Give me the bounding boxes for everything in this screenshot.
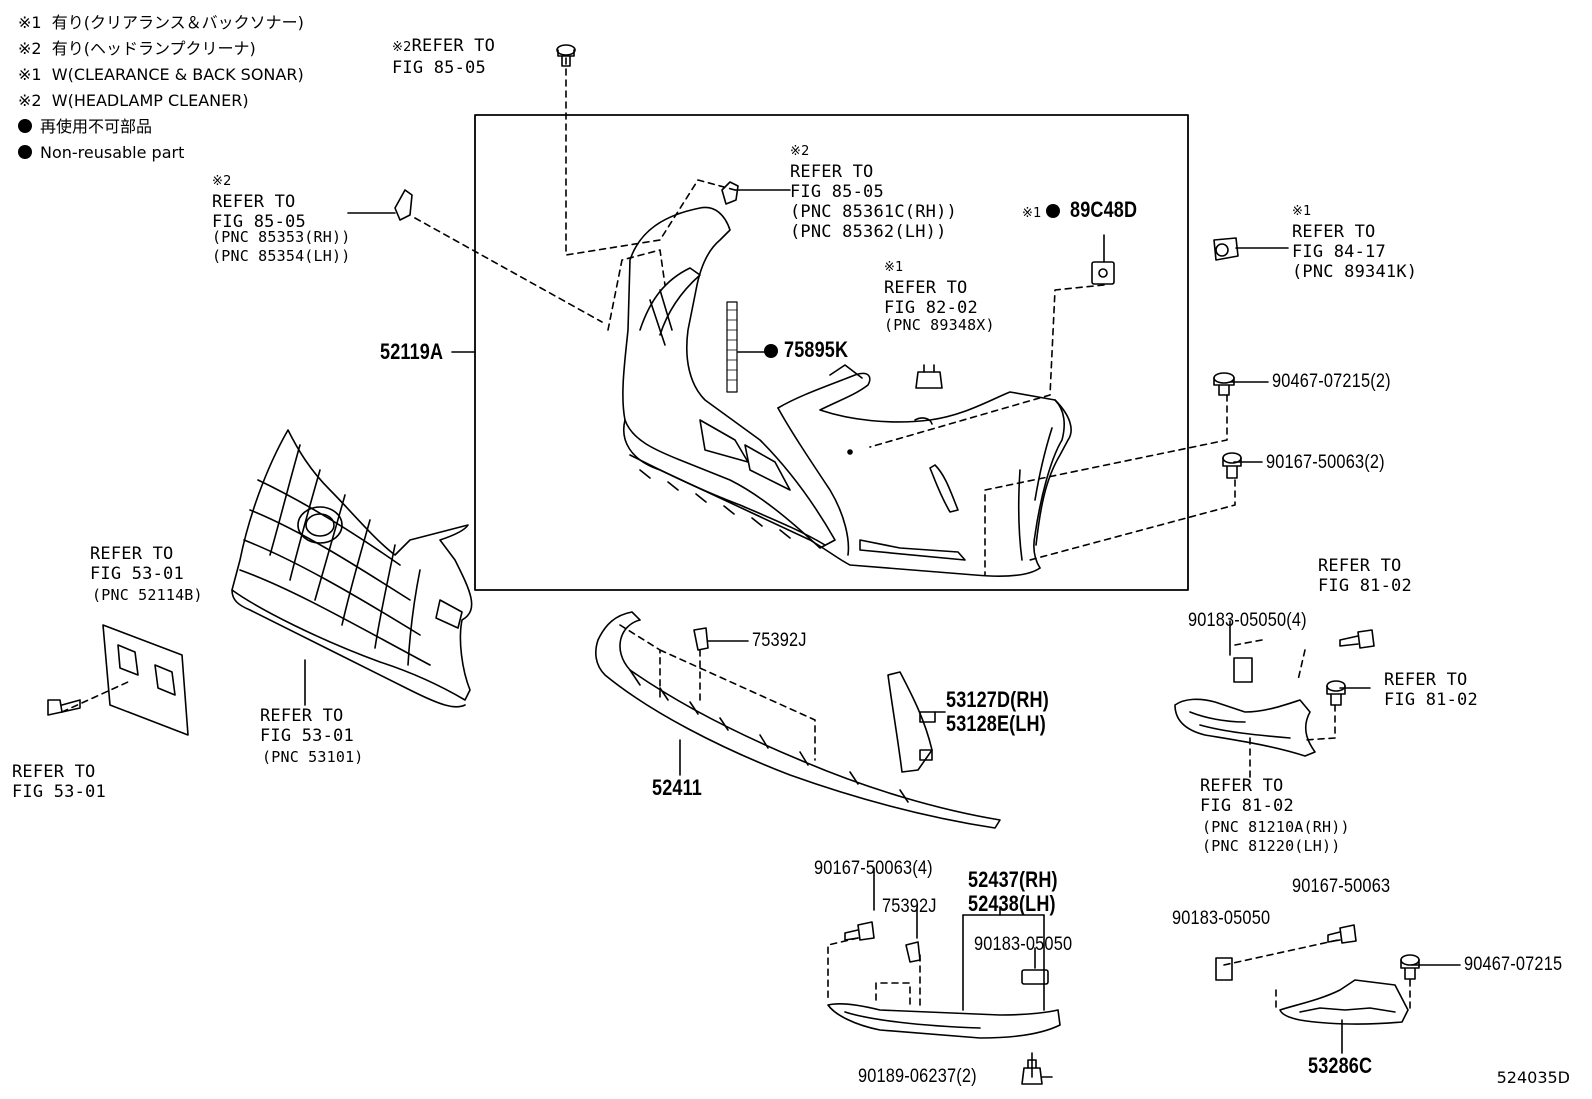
clip-75392j-b: [905, 941, 921, 963]
label-75895k: [764, 342, 786, 362]
part-52119a: 52119A: [380, 339, 444, 364]
fastener-clip-90467: [1213, 372, 1235, 396]
part-90467-07215-2: 90467-07215(2): [1272, 371, 1391, 392]
fastener-bolt-left: [47, 699, 81, 716]
part-75392j-a: 75392J: [752, 630, 807, 651]
fastener-bolt-90167-4: [844, 921, 875, 941]
part-90183-05050-b: 90183-05050: [974, 934, 1073, 955]
label-89c48d: ※1: [1022, 202, 1064, 224]
part-90167-50063-2: 90167-50063(2): [1266, 452, 1385, 473]
part-53127d: 53127D(RH) 53128E(LH): [946, 687, 1049, 736]
part-52411: 52411: [652, 775, 702, 800]
clip-75392j-a: [693, 627, 709, 651]
label-ref-5301b-pnc: (PNC 53101): [262, 748, 364, 766]
fastener-bolt-90167-c: [1327, 924, 1357, 944]
label-ref-8102b: REFER TO FIG 81-02: [1384, 670, 1478, 710]
grille-drawing: [231, 429, 473, 708]
non-reusable-dot-icon: [18, 145, 32, 159]
label-ref-8102a: REFER TO FIG 81-02: [1318, 556, 1412, 596]
part-53286c: 53286C: [1308, 1053, 1373, 1078]
leader-lines: [304, 189, 1461, 1078]
molding-52411-drawing: [595, 611, 1001, 829]
label-ref-8202: ※1 REFER TO FIG 82-02: [884, 260, 978, 318]
legend-item: ※2 有り(ヘッドランプクリーナ): [18, 39, 256, 58]
part-90183-05050-4: 90183-05050(4): [1188, 610, 1307, 631]
label-ref-5301a: REFER TO FIG 53-01: [90, 544, 184, 584]
label-ref-5301c: REFER TO FIG 53-01: [12, 762, 106, 802]
label-ref-8202-pnc: (PNC 89348X): [884, 316, 995, 334]
legend-item-nonreusable-en: Non-reusable part: [18, 140, 304, 166]
label-ref-5301a-pnc: (PNC 52114B): [92, 586, 203, 604]
legend-item-nonreusable-jp: 再使用不可部品: [18, 114, 304, 140]
sensor-ref-8417: [1213, 237, 1239, 261]
part-52437: 52437(RH) 52438(LH): [968, 867, 1058, 916]
foglamp-housing-drawing: [1174, 698, 1316, 757]
part-89c48d: 89C48D: [1070, 197, 1138, 222]
legend: ※1 有り(クリアランス＆バックソナー) ※2 有り(ヘッドランプクリーナ) ※…: [18, 10, 304, 166]
label-ref-left: ※2 REFER TO FIG 85-05: [212, 174, 306, 232]
bumper-cover-drawing: [622, 206, 1072, 577]
fastener-bolt-90167: [1222, 452, 1242, 479]
fastener-nut-90189: [1021, 1059, 1043, 1085]
legend-item: ※2 W(HEADLAMP CLEANER): [18, 91, 249, 110]
part-75895k: 75895K: [784, 337, 849, 362]
bracket-ref-mid: [721, 181, 739, 205]
label-ref-mid: ※2 REFER TO FIG 85-05 (PNC 85361C(RH)) (…: [790, 144, 957, 242]
bracket-89c48d: [1091, 234, 1115, 285]
fastener-bolt-8102a: [1339, 629, 1375, 649]
nut-90183-c: [1215, 957, 1233, 981]
legend-item: ※1 W(CLEARANCE & BACK SONAR): [18, 65, 304, 84]
reflector-53127d-drawing: [887, 671, 936, 773]
non-reusable-dot-icon: [18, 119, 32, 133]
dashed-guides: [61, 57, 1411, 1011]
label-ref-8102c-pnc: (PNC 81210A(RH)) (PNC 81220(LH)): [1202, 818, 1350, 855]
label-ref-top: ※2REFER TO FIG 85-05: [392, 36, 496, 78]
part-90467-07215-c: 90467-07215: [1464, 954, 1563, 975]
undercover-53286c-drawing: [1279, 979, 1409, 1025]
part-90167-50063-c: 90167-50063: [1292, 876, 1391, 897]
fastener-clip-90467-c: [1400, 954, 1420, 980]
fastener-clip-8102b: [1326, 680, 1346, 706]
part-90183-05050-c: 90183-05050: [1172, 908, 1271, 929]
label-ref-left-pnc: (PNC 85353(RH)) (PNC 85354(LH)): [212, 228, 351, 265]
bracket-ref-8202: [915, 364, 943, 389]
bracket-ref-left: [394, 189, 413, 221]
label-ref-8417: ※1 REFER TO FIG 84-17 (PNC 89341K): [1292, 204, 1418, 282]
figure-id: 524035D: [1496, 1068, 1570, 1087]
license-bracket-drawing: [102, 624, 189, 736]
label-ref-5301b: REFER TO FIG 53-01: [260, 706, 354, 746]
part-90167-50063-4: 90167-50063(4): [814, 858, 933, 879]
fastener-bolt-top: [556, 44, 576, 67]
label-ref-8102c: REFER TO FIG 81-02: [1200, 776, 1294, 816]
part-90189-06237-2: 90189-06237(2): [858, 1066, 977, 1087]
nut-90183-b: [1021, 969, 1049, 985]
non-reusable-dot-icon: [764, 344, 778, 358]
non-reusable-dot-icon: [1045, 204, 1060, 218]
part-75392j-b: 75392J: [882, 896, 937, 917]
nut-90183-4: [1233, 657, 1253, 683]
legend-item: ※1 有り(クリアランス＆バックソナー): [18, 13, 304, 32]
seal-75895k-drawing: [726, 301, 765, 393]
molding-52437-drawing: [827, 1003, 1061, 1039]
